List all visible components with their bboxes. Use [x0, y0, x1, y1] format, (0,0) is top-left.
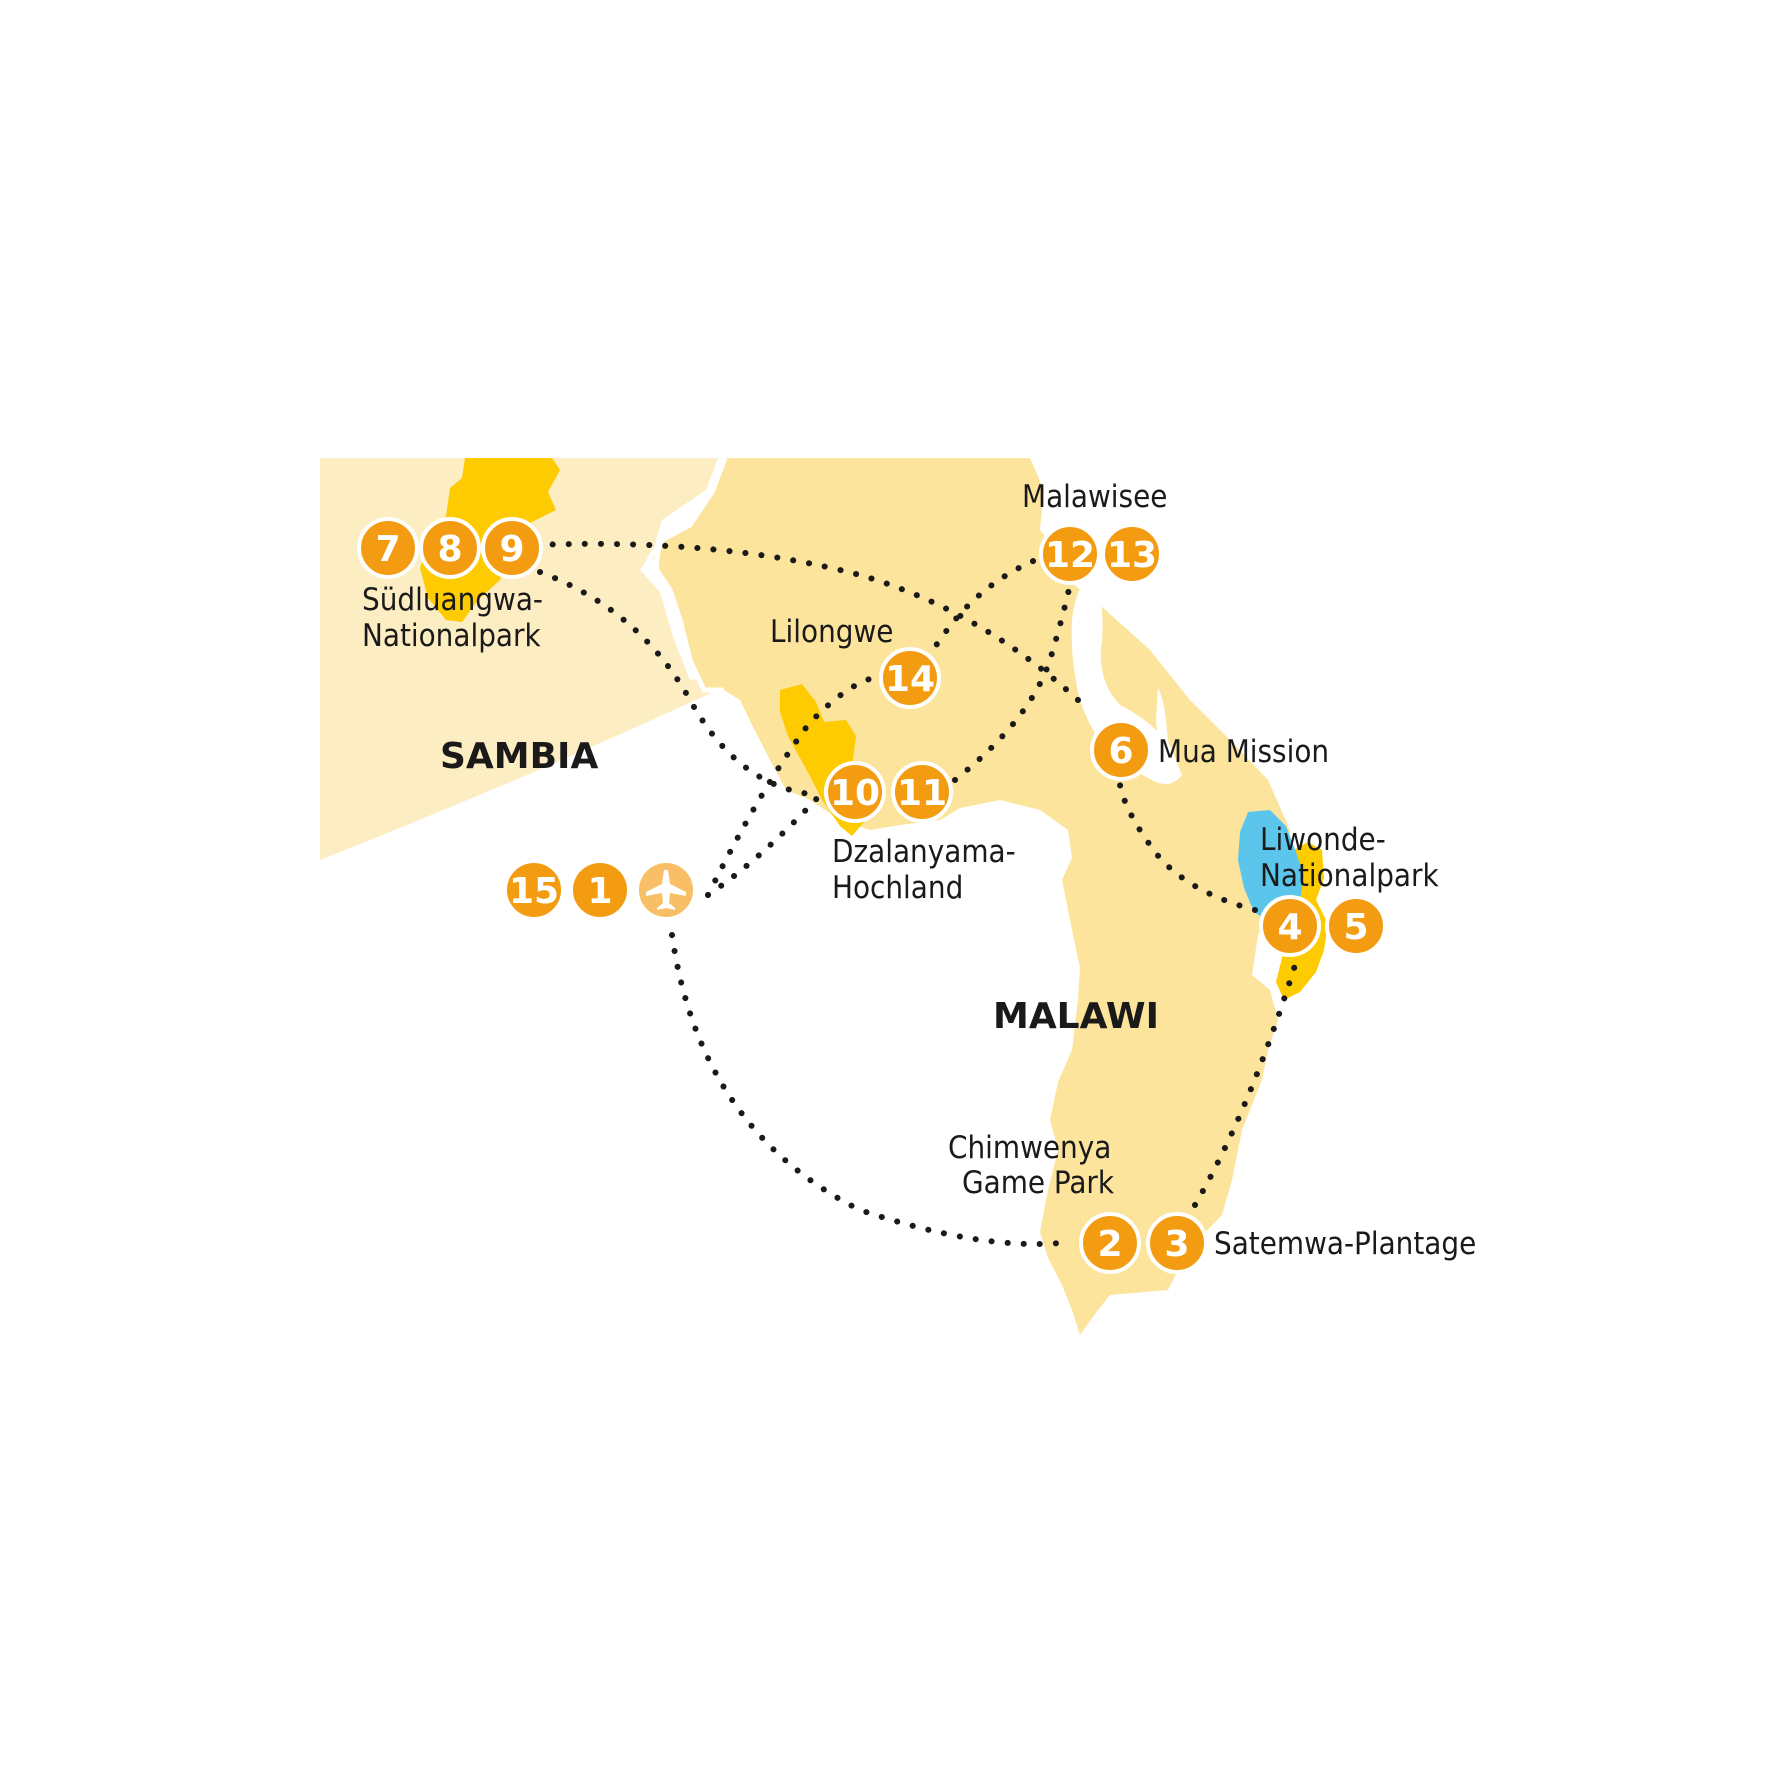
marker-10[interactable]: 10: [824, 761, 886, 823]
marker-8-label: 8: [437, 529, 462, 570]
marker-4[interactable]: 4: [1259, 895, 1321, 957]
marker-13-label: 13: [1107, 535, 1157, 576]
country-label-zambia: SAMBIA: [440, 736, 598, 777]
marker-3[interactable]: 3: [1146, 1212, 1208, 1274]
label-suedluangwa-line2: Nationalpark: [362, 618, 541, 654]
country-border-notch: [654, 539, 666, 587]
label-dzalanyama-line2: Hochland: [832, 870, 963, 906]
country-label-malawi: MALAWI: [993, 996, 1159, 1037]
malawi-region: [650, 458, 1290, 1335]
label-liwonde-line2: Nationalpark: [1260, 858, 1439, 894]
airport-marker[interactable]: [635, 859, 697, 921]
marker-11[interactable]: 11: [891, 761, 953, 823]
marker-9[interactable]: 9: [481, 517, 543, 579]
lake-inlet: [1156, 688, 1176, 772]
marker-12-label: 12: [1045, 535, 1095, 576]
route-airport-chimwenya: [669, 932, 1063, 1248]
label-mua-mission: Mua Mission: [1158, 734, 1329, 770]
marker-9-label: 9: [499, 529, 524, 570]
marker-7-label: 7: [375, 529, 400, 570]
marker-7[interactable]: 7: [357, 517, 419, 579]
route-airport-dzalanyama: [705, 792, 823, 898]
marker-8[interactable]: 8: [419, 517, 481, 579]
marker-6-label: 6: [1108, 731, 1133, 772]
marker-12[interactable]: 12: [1039, 523, 1101, 585]
label-liwonde-line1: Liwonde-: [1260, 822, 1386, 858]
marker-11-label: 11: [897, 773, 947, 814]
marker-1-label: 1: [587, 871, 612, 912]
route-dzalanyama-malawisee: [952, 582, 1073, 783]
marker-6[interactable]: 6: [1090, 719, 1152, 781]
marker-14-label: 14: [885, 659, 935, 700]
marker-15[interactable]: 15: [503, 859, 565, 921]
marker-1[interactable]: 1: [569, 859, 631, 921]
label-suedluangwa-line1: Südluangwa-: [362, 582, 543, 618]
marker-2[interactable]: 2: [1079, 1212, 1141, 1274]
marker-13[interactable]: 13: [1101, 523, 1163, 585]
marker-15-label: 15: [509, 871, 559, 912]
route-suedluangwa-dzalanyama: [537, 569, 823, 798]
label-satemwa: Satemwa-Plantage: [1214, 1226, 1476, 1262]
marker-3-label: 3: [1164, 1224, 1189, 1265]
route-airport-lilongwe: [705, 673, 885, 898]
label-chimwenya-line2: Game Park: [962, 1165, 1115, 1201]
route-malawisee-lilongwe: [911, 552, 1051, 679]
marker-2-label: 2: [1097, 1224, 1122, 1265]
route-satemwa-liwonde: [1192, 959, 1299, 1208]
label-chimwenya-line1: Chimwenya: [948, 1130, 1111, 1166]
marker-14[interactable]: 14: [879, 647, 941, 709]
label-lilongwe: Lilongwe: [770, 614, 893, 650]
label-dzalanyama-line1: Dzalanyama-: [832, 834, 1016, 870]
marker-5-label: 5: [1343, 907, 1368, 948]
marker-10-label: 10: [830, 773, 880, 814]
label-malawisee: Malawisee: [1022, 479, 1167, 515]
airplane-icon: [646, 870, 686, 910]
route-lines: [532, 540, 1299, 1248]
marker-5[interactable]: 5: [1325, 895, 1387, 957]
marker-4-label: 4: [1277, 907, 1302, 948]
